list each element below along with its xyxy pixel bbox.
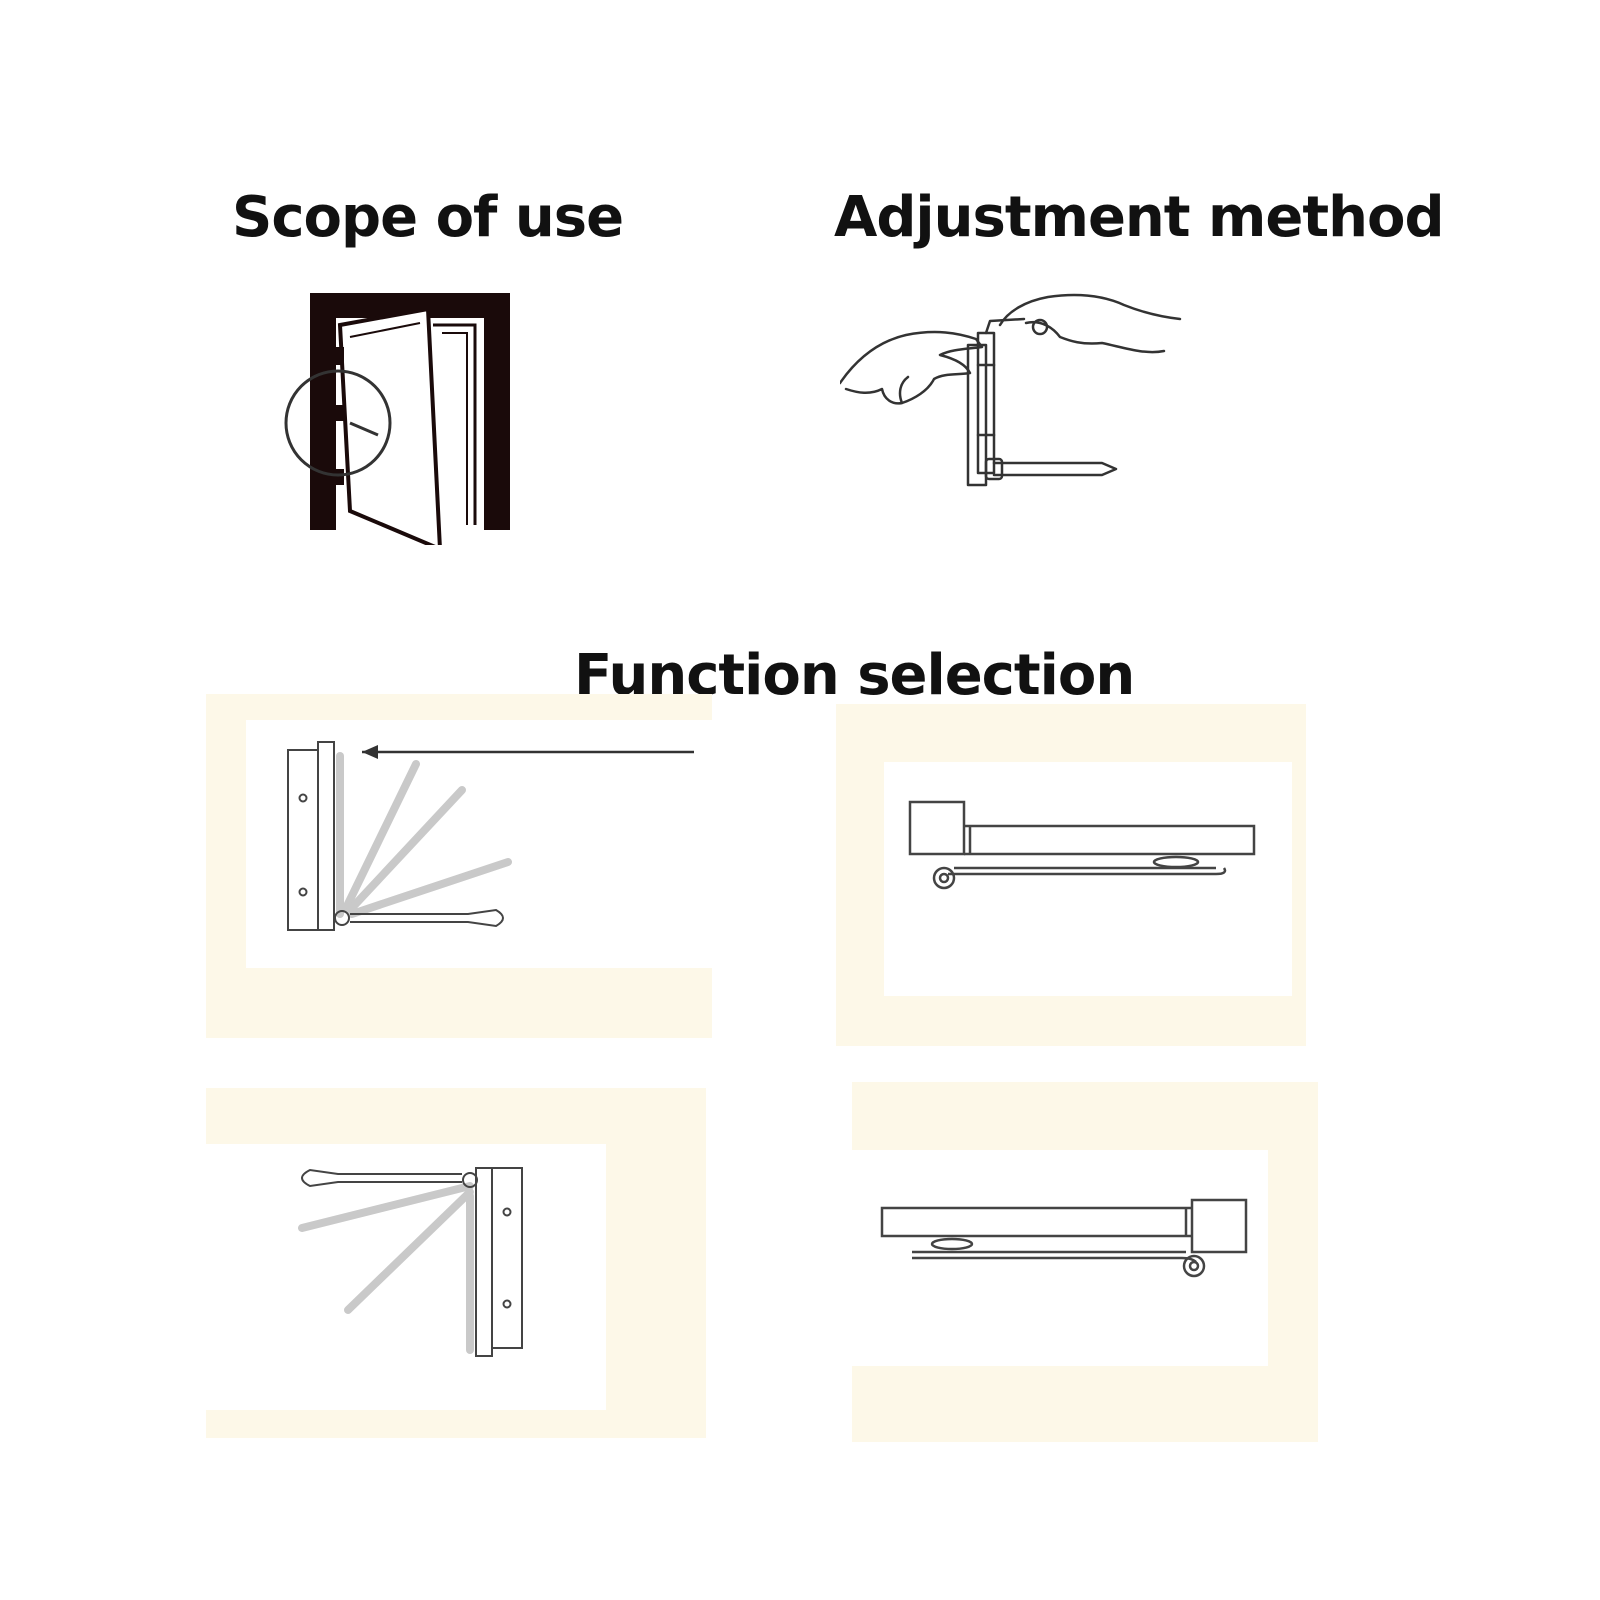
closer-side-view-left-icon: [852, 1082, 1318, 1442]
arm-swing-right-mount-icon: [206, 1088, 706, 1438]
function-panel-side-view-right: [836, 704, 1306, 1046]
adjustment-method-heading: Adjustment method: [834, 185, 1445, 250]
adjustment-illustration: [840, 285, 1220, 505]
function-panel-arm-swing-left: [206, 694, 712, 1038]
door-with-closer-icon: [284, 293, 510, 545]
function-panel-side-view-left: [852, 1082, 1318, 1442]
closer-side-view-right-icon: [836, 704, 1306, 1046]
hands-adjusting-closer-icon: [840, 293, 1182, 487]
arm-swing-left-mount-icon: [206, 694, 712, 1038]
function-panel-arm-swing-right: [206, 1088, 706, 1438]
scope-of-use-heading: Scope of use: [232, 185, 624, 250]
door-illustration: [270, 285, 530, 545]
